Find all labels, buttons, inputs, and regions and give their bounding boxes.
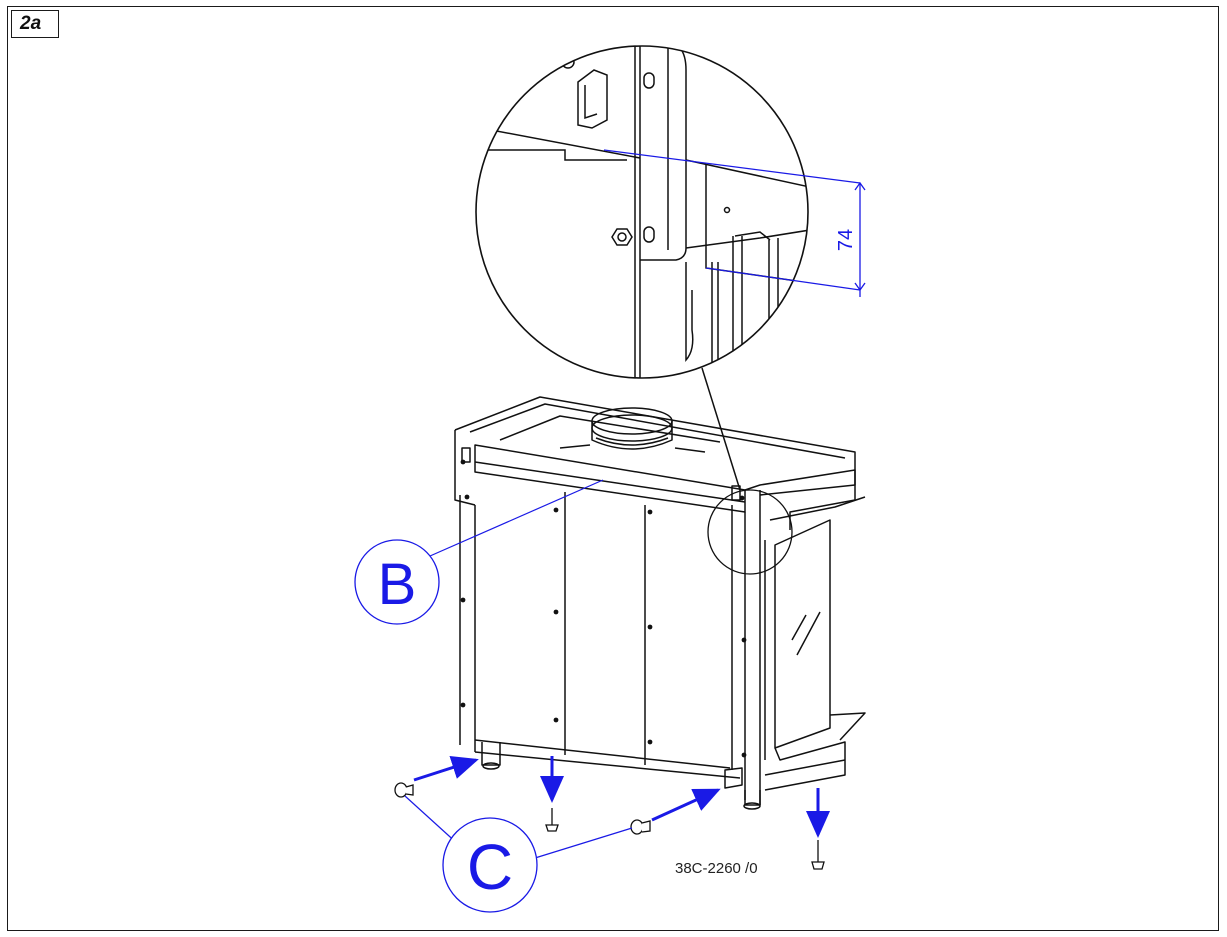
callout-b-label: B bbox=[378, 552, 417, 617]
leg-screws bbox=[394, 782, 825, 870]
zoom-circle bbox=[707, 489, 793, 575]
callout-b: B bbox=[354, 539, 440, 625]
dimension-74 bbox=[603, 149, 866, 297]
callout-c-label: C bbox=[467, 831, 513, 903]
detail-view bbox=[475, 45, 809, 491]
figure-tag: 2a bbox=[11, 10, 59, 38]
callout-leaders bbox=[404, 479, 633, 859]
callout-c: C bbox=[442, 817, 538, 913]
detail-circle bbox=[475, 45, 809, 379]
side-glass bbox=[774, 519, 831, 749]
figure-frame bbox=[7, 6, 1219, 931]
fireplace-unit bbox=[454, 396, 866, 810]
mounting-arrows bbox=[413, 755, 830, 838]
dimension-label: 74 bbox=[835, 229, 857, 251]
drawing-reference: 38C-2260 /0 bbox=[675, 860, 758, 877]
